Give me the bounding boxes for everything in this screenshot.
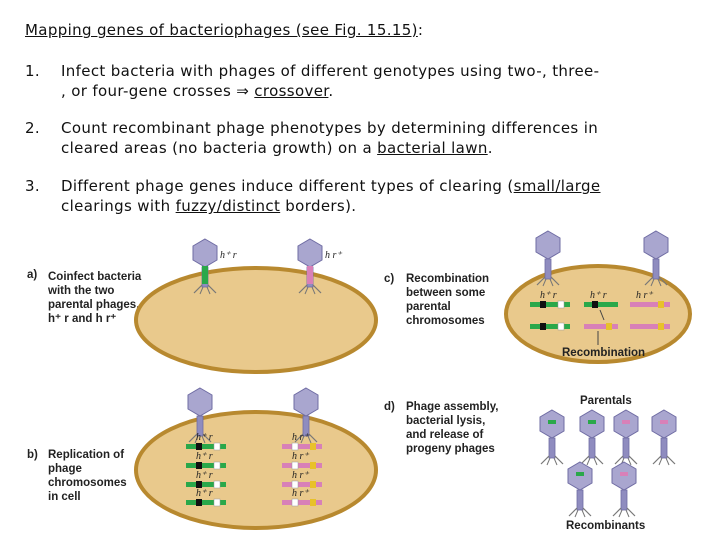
phage-dna-icon <box>588 420 596 424</box>
panel-caption: progeny phages <box>406 443 495 455</box>
item-text: clearings with <box>61 197 176 215</box>
item-text: . <box>328 82 334 100</box>
phage-icon <box>611 461 637 518</box>
phage-dna-icon <box>622 420 630 424</box>
phage-dna-icon <box>620 472 628 476</box>
genotype-label: h r⁺ <box>292 488 309 499</box>
genotype-label: h r⁺ <box>292 470 309 481</box>
list-item-2: 2. Count recombinant phage phenotypes by… <box>25 118 715 160</box>
item-body: Infect bacteria with phages of different… <box>61 61 711 101</box>
phage-icon <box>539 409 565 466</box>
item-number: 3. <box>25 177 41 195</box>
phage-icon <box>651 409 677 466</box>
panel-caption: chromosomes <box>48 477 127 489</box>
phage-dna-icon <box>202 266 208 284</box>
genotype-label: h⁺ r <box>196 451 213 462</box>
term-small-large: small/large <box>513 177 601 195</box>
panel-letter: d) <box>384 401 395 413</box>
item-number: 1. <box>25 62 41 80</box>
item-text: , or four-gene crosses <box>61 82 237 100</box>
term-fuzzy-distinct: fuzzy/distinct <box>175 197 281 215</box>
panel-caption: Replication of <box>48 449 124 461</box>
item-body: Count recombinant phage phenotypes by de… <box>61 118 711 158</box>
item-text: cleared areas (no bacteria growth) on a <box>61 139 378 157</box>
panel-letter: c) <box>384 273 394 285</box>
item-body: Different phage genes induce different t… <box>61 176 711 216</box>
panel-caption: with the two <box>47 285 114 297</box>
genotype-label: h r⁺ <box>636 290 653 301</box>
list-item-1: 1. Infect bacteria with phages of differ… <box>25 61 715 103</box>
term-bacterial-lawn: bacterial lawn <box>377 139 488 157</box>
panel-c: c) Recombination between some parental c… <box>384 230 692 364</box>
panel-a: a) Coinfect bacteria with the two parent… <box>27 238 378 374</box>
title-underlined: Mapping genes of bacteriophages (see Fig… <box>25 21 418 39</box>
bacterial-cell <box>134 410 378 530</box>
genotype-label: h⁺ r <box>196 470 213 481</box>
panel-d: d) Phage assembly, bacterial lysis, and … <box>384 395 677 532</box>
genotype-label: h r⁺ <box>292 451 309 462</box>
phage-icon <box>567 461 593 518</box>
item-line: cleared areas (no bacteria growth) on a … <box>61 138 711 158</box>
phage-dna-icon <box>576 472 584 476</box>
panel-caption: parental phages, <box>48 299 139 311</box>
item-line: Different phage genes induce different t… <box>61 176 711 196</box>
panel-letter: b) <box>27 449 38 461</box>
phage-dna-icon <box>307 266 313 284</box>
item-number: 2. <box>25 119 41 137</box>
phage-dna-icon <box>548 420 556 424</box>
genotype-label: h r⁺ <box>292 432 309 443</box>
panel-caption: chromosomes <box>406 315 485 327</box>
genotype-label: h r⁺ <box>325 250 342 261</box>
panel-caption: in cell <box>48 491 81 503</box>
item-line: , or four-gene crosses ⇒ crossover. <box>61 81 711 101</box>
panel-caption: parental <box>406 301 451 313</box>
chromosome-group <box>186 442 226 507</box>
panel-b: b) Replication of phage chromosomes in c… <box>27 387 378 530</box>
panel-caption: and release of <box>406 429 484 441</box>
parentals-label: Parentals <box>580 395 632 407</box>
phage-icon <box>613 409 639 466</box>
phage-icon <box>579 409 605 466</box>
genotype-label: h⁺ r <box>540 290 557 301</box>
panel-caption: phage <box>48 463 82 475</box>
item-text: . <box>487 139 493 157</box>
chromosome-group <box>530 300 670 331</box>
panel-caption: bacterial lysis, <box>406 415 485 427</box>
list-item-3: 3. Different phage genes induce differen… <box>25 176 715 218</box>
chromosome-group <box>282 442 322 507</box>
page-title: Mapping genes of bacteriophages (see Fig… <box>25 21 423 39</box>
panel-caption: between some <box>406 287 485 299</box>
phage-mapping-figure: a) Coinfect bacteria with the two parent… <box>27 230 692 532</box>
item-line: clearings with fuzzy/distinct borders). <box>61 196 711 216</box>
recombinants-label: Recombinants <box>566 520 645 532</box>
panel-caption: h⁺ r and h r⁺ <box>48 313 116 325</box>
term-crossover: crossover <box>254 82 329 100</box>
genotype-label: h⁺ r <box>196 488 213 499</box>
item-text: borders). <box>280 197 357 215</box>
recombination-label: Recombination <box>562 347 645 359</box>
title-colon: : <box>417 21 424 39</box>
panel-caption: Coinfect bacteria <box>48 271 142 283</box>
item-line: Infect bacteria with phages of different… <box>61 62 600 80</box>
panel-letter: a) <box>27 269 37 281</box>
implies-arrow-icon: ⇒ <box>236 82 250 100</box>
bacterial-cell <box>504 264 692 364</box>
item-text: Different phage genes induce different t… <box>61 177 514 195</box>
panel-caption: Phage assembly, <box>406 401 498 413</box>
phage-dna-icon <box>660 420 668 424</box>
genotype-label: h⁺ r <box>220 250 237 261</box>
bacterial-cell <box>134 266 378 374</box>
panel-caption: Recombination <box>406 273 489 285</box>
genotype-label: h⁺ r <box>590 290 607 301</box>
genotype-label: h⁺ r <box>196 432 213 443</box>
item-line: Count recombinant phage phenotypes by de… <box>61 119 599 137</box>
